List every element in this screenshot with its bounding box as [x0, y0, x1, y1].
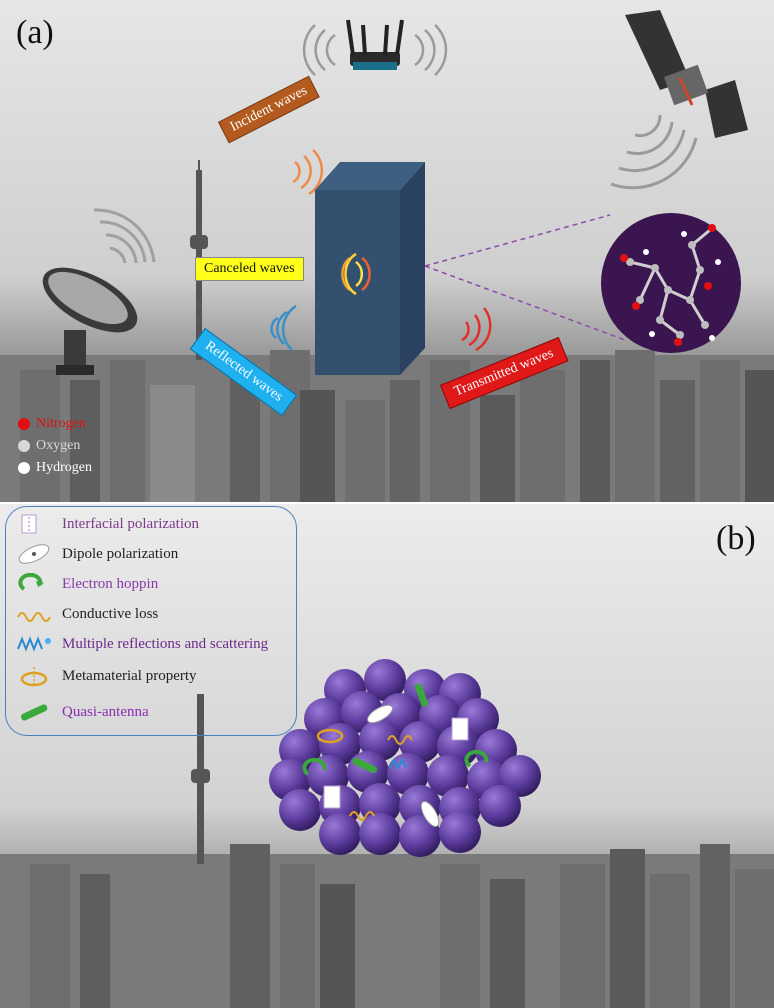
scattering-marker	[389, 757, 407, 771]
sphere	[479, 785, 521, 827]
hydrogen-dot-icon	[18, 462, 30, 474]
legend-item-metamaterial: Metamaterial property	[16, 665, 197, 687]
molecule-circle	[601, 213, 741, 353]
tv-tower-b	[191, 694, 210, 864]
nitrogen-dot-icon	[18, 418, 30, 430]
scattering-icon	[17, 636, 51, 652]
legend-item-nitrogen: Nitrogen	[18, 413, 92, 435]
metamaterial-marker	[316, 728, 344, 744]
panel-b: (b)	[0, 504, 774, 1008]
incident-wave-arcs	[292, 149, 324, 196]
electron-hopping-marker	[464, 749, 489, 768]
absorber-block	[315, 162, 425, 375]
sphere	[319, 723, 361, 765]
legend-label: Dipole polarization	[62, 545, 179, 562]
panel-a-label: (a)	[16, 14, 54, 51]
canceled-wave-arcs	[341, 252, 371, 296]
sphere	[399, 815, 441, 857]
legend-item-interfacial: Interfacial polarization	[16, 513, 199, 535]
panel-a: (a) Incident waves Canceled waves Reflec…	[0, 0, 774, 502]
satellite-dish-icon	[42, 208, 156, 375]
legend-item-dipole: Dipole polarization	[16, 543, 178, 565]
sphere	[359, 719, 401, 761]
sphere	[399, 721, 441, 763]
oxygen-dot-icon	[18, 440, 30, 452]
atom-legend: Nitrogen Oxygen Hydrogen	[18, 413, 92, 479]
legend-label: Conductive loss	[62, 605, 159, 622]
legend-item-scattering: Multiple reflections and scattering	[16, 633, 268, 655]
electron-hopping-icon	[18, 573, 44, 591]
sphere	[364, 659, 406, 701]
panel-b-label: (b)	[716, 520, 756, 557]
satellite-icon	[610, 10, 748, 190]
dipole-marker	[367, 704, 393, 724]
legend-label: Interfacial polarization	[62, 515, 200, 532]
city-background-a	[0, 0, 774, 502]
legend-item-oxygen: Oxygen	[18, 435, 92, 457]
sphere	[439, 811, 481, 853]
legend-label: Hydrogen	[36, 460, 92, 475]
sphere	[499, 755, 541, 797]
sphere	[359, 813, 401, 855]
legend-label: Multiple reflections and scattering	[62, 635, 269, 652]
sphere-cluster-balls	[269, 659, 541, 857]
conductive-loss-marker	[349, 811, 375, 821]
reflected-wave-arcs	[270, 304, 297, 351]
quasi-antenna-marker	[414, 683, 429, 707]
dipole-icon	[18, 544, 50, 564]
sphere	[359, 783, 401, 825]
sphere	[427, 755, 469, 797]
interfacial-marker	[323, 785, 341, 809]
city-background-b	[0, 504, 774, 1008]
router-icon	[302, 19, 448, 76]
mechanism-icons	[302, 683, 489, 827]
dipole-marker	[420, 801, 440, 827]
interfacial-icon	[21, 514, 37, 534]
legend-label: Quasi-antenna	[62, 703, 149, 720]
electron-hopping-marker	[302, 757, 327, 776]
legend-label: Oxygen	[36, 438, 81, 453]
legend-label: Electron hoppin	[62, 575, 159, 592]
quasi-antenna-marker	[352, 757, 378, 774]
sphere	[279, 789, 321, 831]
canceled-waves-tag: Canceled waves	[195, 257, 304, 281]
legend-item-quasi-antenna: Quasi-antenna	[16, 701, 149, 723]
legend-item-electron-hopping: Electron hoppin	[16, 573, 158, 595]
sphere	[319, 813, 361, 855]
legend-label: Nitrogen	[36, 416, 86, 431]
conductive-loss-icon	[17, 612, 51, 622]
conductive-loss-marker	[387, 735, 413, 745]
interfacial-marker	[451, 717, 469, 741]
legend-item-hydrogen: Hydrogen	[18, 457, 92, 479]
legend-label: Metamaterial property	[62, 667, 197, 684]
legend-item-conductive-loss: Conductive loss	[16, 603, 158, 625]
metamaterial-icon	[20, 667, 48, 687]
transmitted-wave-arcs	[461, 307, 492, 352]
sphere	[387, 753, 429, 795]
mechanism-legend: Interfacial polarization Dipole polariza…	[5, 506, 297, 736]
quasi-antenna-icon	[21, 704, 48, 721]
